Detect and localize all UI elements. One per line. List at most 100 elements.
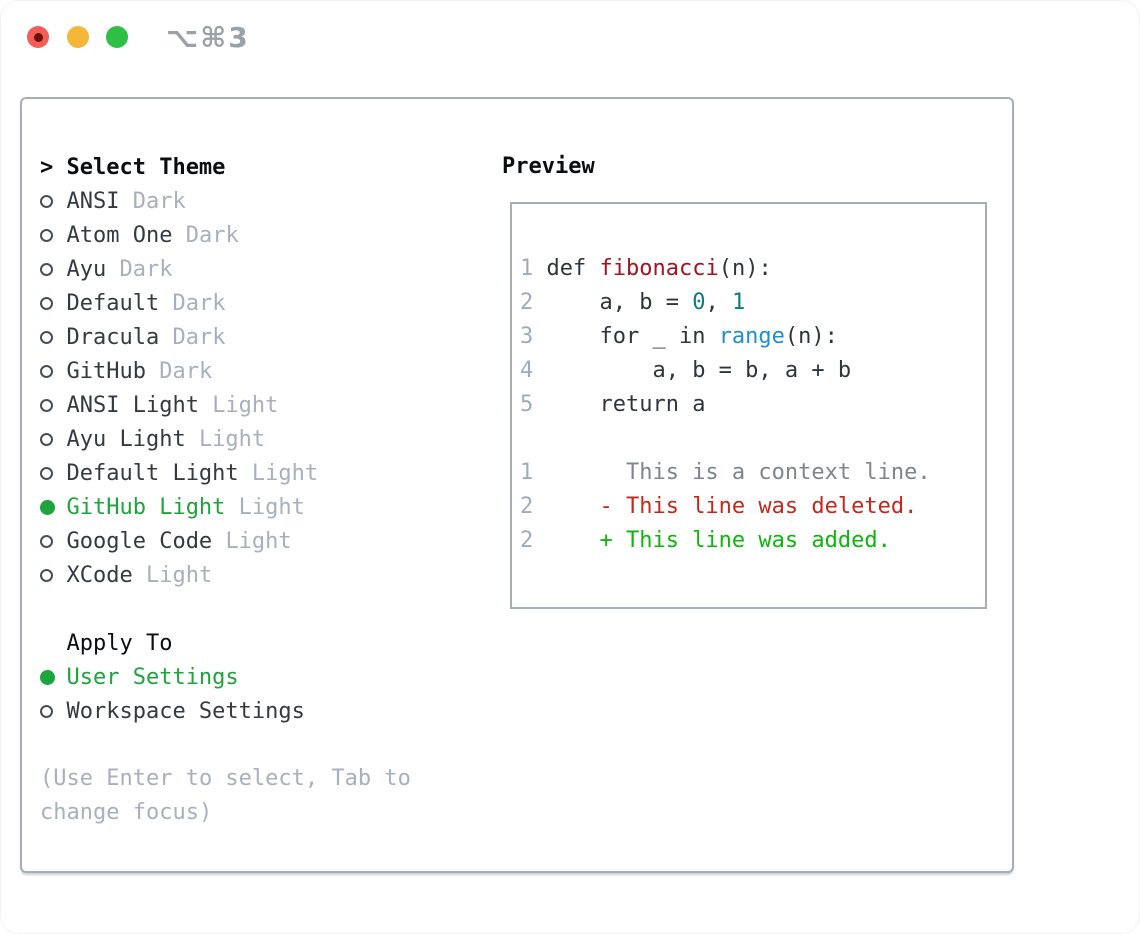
token-fn: fibonacci: [599, 256, 719, 281]
theme-item-ayu[interactable]: Ayu Dark: [40, 252, 490, 286]
option-variant: Light: [145, 562, 213, 588]
theme-item-default[interactable]: Default Dark: [40, 286, 490, 320]
option-variant: Dark: [172, 324, 226, 350]
minimize-button[interactable]: [67, 26, 89, 48]
record-dot-icon: [33, 32, 43, 42]
option-label: User Settings: [66, 664, 239, 690]
option-label: ANSI: [66, 188, 133, 214]
option-variant: Dark: [172, 290, 226, 316]
option-label: Default: [66, 290, 173, 316]
token-ln: 2: [520, 290, 534, 315]
radio-icon: [40, 262, 66, 276]
token-ln: 2: [520, 528, 534, 553]
token-ctx: This is a context line.: [533, 460, 931, 485]
radio-icon: [40, 364, 66, 378]
token-ln: 1: [520, 460, 534, 485]
option-label: GitHub Light: [66, 494, 239, 520]
code-line: 4 a, b = b, a + b: [520, 354, 931, 388]
close-button[interactable]: [27, 26, 49, 48]
radio-icon: [40, 398, 66, 412]
select-theme-title: Select Theme: [66, 154, 226, 180]
theme-item-dracula[interactable]: Dracula Dark: [40, 320, 490, 354]
diff-deleted-line: 2 - This line was deleted.: [520, 490, 931, 524]
option-label: Ayu Light: [66, 426, 199, 452]
option-variant: Dark: [159, 358, 213, 384]
spacer: [40, 728, 490, 762]
radio-circle: [40, 228, 53, 242]
option-variant: Light: [198, 426, 266, 452]
radio-icon: [40, 432, 66, 446]
token-ln: 2: [520, 494, 534, 519]
token-code: def: [533, 256, 600, 281]
option-variant: Light: [251, 460, 319, 486]
theme-item-atom-one[interactable]: Atom One Dark: [40, 218, 490, 252]
radio-icon: [40, 330, 66, 344]
radio-icon: [40, 228, 66, 242]
zoom-button[interactable]: [106, 26, 128, 48]
spacer: [40, 592, 490, 626]
preview-title: Preview: [502, 154, 595, 179]
hint-line-1: (Use Enter to select, Tab to: [40, 766, 411, 791]
theme-item-default-light[interactable]: Default Light Light: [40, 456, 490, 490]
theme-item-ansi[interactable]: ANSI Dark: [40, 184, 490, 218]
option-variant: Dark: [119, 256, 173, 282]
radio-circle: [40, 499, 55, 515]
token-ln: 3: [520, 324, 534, 349]
token-num: 1: [731, 290, 746, 315]
option-label: Atom One: [66, 222, 186, 248]
token-code: (n):: [718, 256, 772, 281]
radio-circle: [40, 568, 53, 582]
radio-circle: [40, 466, 53, 480]
radio-circle: [40, 364, 53, 378]
select-theme-header: >Select Theme: [40, 150, 490, 184]
radio-circle: [40, 432, 53, 446]
option-variant: Light: [212, 392, 279, 418]
token-num: 0: [692, 290, 706, 315]
theme-item-github[interactable]: GitHub Dark: [40, 354, 490, 388]
code-line: 1 def fibonacci(n):: [520, 252, 931, 286]
hint-line-2: change focus): [40, 800, 213, 825]
theme-item-ayu-light[interactable]: Ayu Light Light: [40, 422, 490, 456]
option-label: ANSI Light: [66, 392, 213, 418]
token-del: - This line was deleted.: [533, 494, 918, 519]
blank-line: [520, 422, 931, 456]
radio-icon: [40, 194, 66, 208]
radio-circle: [40, 262, 53, 276]
theme-item-google-code[interactable]: Google Code Light: [40, 524, 490, 558]
radio-selected-icon: [40, 499, 66, 515]
code-line: 3 for _ in range(n):: [520, 320, 931, 354]
apply-option-workspace-settings[interactable]: Workspace Settings: [40, 694, 490, 728]
apply-to-title: Apply To: [66, 630, 173, 656]
option-label: Dracula: [66, 324, 173, 350]
token-add: + This line was added.: [533, 528, 891, 553]
option-label: Default Light: [66, 460, 252, 486]
radio-circle: [40, 669, 55, 685]
theme-item-ansi-light[interactable]: ANSI Light Light: [40, 388, 490, 422]
apply-option-user-settings[interactable]: User Settings: [40, 660, 490, 694]
radio-circle: [40, 704, 53, 718]
radio-circle: [40, 398, 53, 412]
code-line: 2 a, b = 0, 1: [520, 286, 931, 320]
token-code: for _ in: [533, 324, 719, 349]
option-variant: Light: [238, 494, 305, 520]
radio-circle: [40, 534, 53, 548]
diff-context-line: 1 This is a context line.: [520, 456, 931, 490]
option-variant: Dark: [132, 188, 186, 214]
window-shortcut-label: ⌥⌘3: [166, 21, 250, 54]
token-ln: 5: [520, 392, 534, 417]
theme-item-xcode[interactable]: XCode Light: [40, 558, 490, 592]
radio-selected-icon: [40, 669, 66, 685]
theme-item-github-light[interactable]: GitHub Light Light: [40, 490, 490, 524]
radio-icon: [40, 704, 66, 718]
token-ln: 4: [520, 358, 534, 383]
diff-added-line: 2 + This line was added.: [520, 524, 931, 558]
radio-circle: [40, 194, 53, 208]
token-code: ,: [705, 290, 732, 315]
token-builtin: range: [718, 324, 785, 349]
